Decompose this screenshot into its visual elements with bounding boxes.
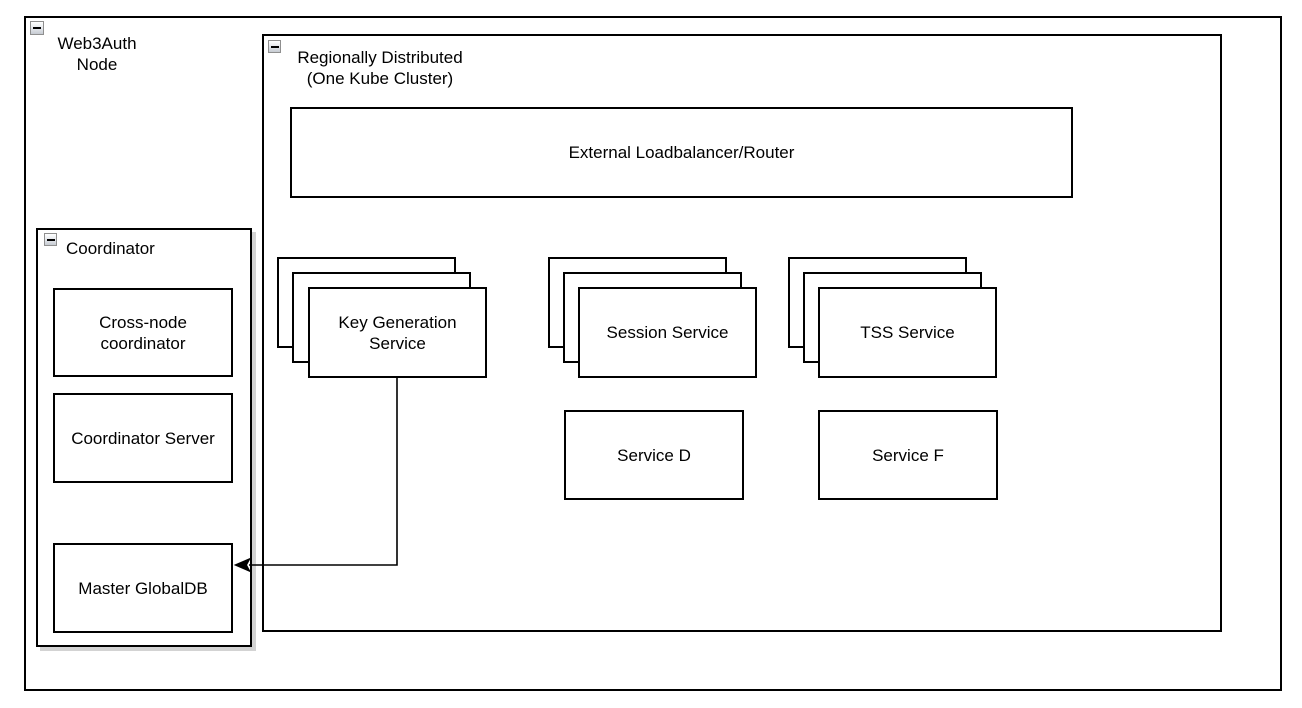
minus-icon bbox=[270, 45, 279, 48]
collapse-icon[interactable] bbox=[44, 233, 57, 246]
stack-key-generation-service: Key Generation Service bbox=[277, 257, 487, 379]
box-coordinator-server-label: Coordinator Server bbox=[71, 428, 215, 448]
stack-key-generation-service-label: Key Generation Service bbox=[338, 312, 457, 353]
container-coordinator-label: Coordinator bbox=[66, 239, 155, 258]
box-master-globaldb-label: Master GlobalDB bbox=[78, 578, 208, 598]
box-service-d-label: Service D bbox=[617, 445, 691, 465]
stack-box-front[interactable]: TSS Service bbox=[818, 287, 997, 378]
collapse-icon[interactable] bbox=[268, 40, 281, 53]
stack-tss-service-label: TSS Service bbox=[860, 323, 955, 342]
minus-icon bbox=[46, 238, 55, 241]
box-master-globaldb[interactable]: Master GlobalDB bbox=[53, 543, 233, 633]
box-service-f-label: Service F bbox=[872, 445, 944, 465]
box-external-loadbalancer-label: External Loadbalancer/Router bbox=[568, 143, 795, 162]
stack-box-front[interactable]: Session Service bbox=[578, 287, 757, 378]
collapse-icon[interactable] bbox=[30, 21, 44, 35]
container-web3auth-node-label: Web3Auth Node bbox=[57, 34, 137, 74]
box-cross-node-coordinator-label: Cross-node coordinator bbox=[99, 312, 187, 353]
box-service-d[interactable]: Service D bbox=[564, 410, 744, 500]
stack-tss-service: TSS Service bbox=[788, 257, 998, 379]
box-coordinator-server[interactable]: Coordinator Server bbox=[53, 393, 233, 483]
box-cross-node-coordinator[interactable]: Cross-node coordinator bbox=[53, 288, 233, 377]
minus-icon bbox=[33, 27, 41, 29]
stack-session-service-label: Session Service bbox=[606, 323, 729, 342]
container-regionally-distributed-label: Regionally Distributed (One Kube Cluster… bbox=[297, 48, 463, 88]
stack-box-front[interactable]: Key Generation Service bbox=[308, 287, 487, 378]
stack-session-service: Session Service bbox=[548, 257, 758, 379]
box-service-f[interactable]: Service F bbox=[818, 410, 998, 500]
box-external-loadbalancer[interactable]: External Loadbalancer/Router bbox=[290, 107, 1073, 198]
